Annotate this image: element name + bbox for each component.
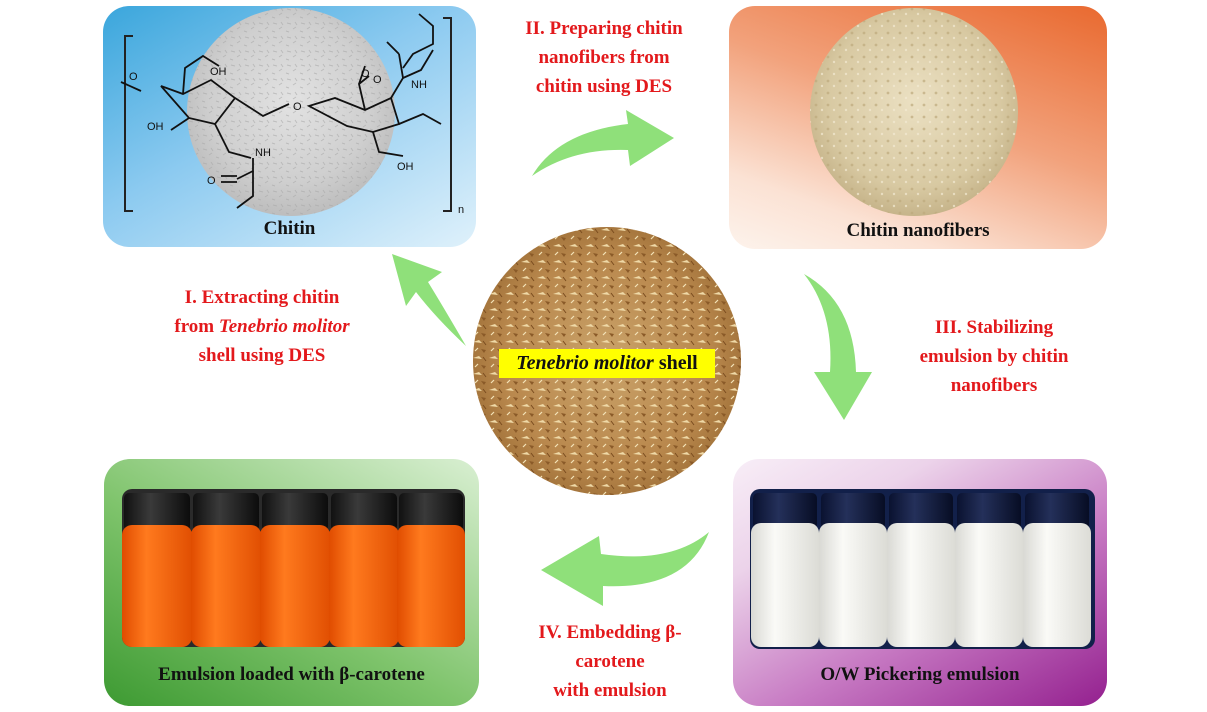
step-4-line-2: carotene (575, 651, 645, 672)
step-4-line-3: with emulsion (553, 680, 667, 701)
arrow-step-1 (392, 254, 466, 346)
white-vial (1023, 523, 1091, 647)
carotene-vials-photo (122, 489, 465, 647)
carotene-panel: Emulsion loaded with β-carotene (104, 459, 479, 706)
nh-label-left: NH (255, 147, 271, 159)
orange-vial (191, 525, 261, 647)
vial-cap (1025, 493, 1089, 529)
o-label-ring-right: O (373, 74, 382, 86)
vial-cap (262, 493, 328, 531)
nanofiber-powder-photo (810, 8, 1018, 216)
step-3-line-1: III. Stabilizing (934, 317, 1054, 338)
white-vial (819, 523, 887, 647)
chitin-label: Chitin (263, 218, 316, 239)
o-label-link: O (293, 101, 302, 113)
step-2-line-3: chitin using DES (535, 76, 673, 97)
white-vial (955, 523, 1023, 647)
step-3-line-3: nanofibers (950, 375, 1038, 396)
center-label: Tenebrio molitor shell (499, 349, 715, 378)
o-label-ether-left: O (129, 71, 138, 83)
step-3-line-2: emulsion by chitin (919, 346, 1069, 367)
nanofibers-panel: Chitin nanofibers (729, 6, 1107, 249)
arrow-step-4 (541, 532, 709, 606)
step-2-line-1: II. Preparing chitin (525, 18, 683, 39)
orange-vial (329, 525, 399, 647)
pickering-panel: O/W Pickering emulsion (733, 459, 1107, 706)
vial-cap (399, 493, 463, 531)
vial-cap (331, 493, 397, 531)
vial-cap (124, 493, 190, 531)
vial-cap (889, 493, 953, 529)
polymer-bracket-left (124, 35, 133, 212)
oh-label-bottom-right: OH (397, 161, 414, 173)
vial-cap (957, 493, 1021, 529)
carotene-label: Emulsion loaded with β-carotene (158, 664, 425, 685)
step-1-line-1: I. Extracting chitin (184, 287, 340, 308)
pickering-vials-photo (750, 489, 1095, 649)
species-name: Tenebrio molitor (516, 352, 654, 374)
step-4-text: IV. Embedding β- carotene with emulsion (492, 618, 728, 705)
step-2-line-2: nanofibers from (538, 47, 670, 68)
step-1-line-2: from Tenebrio molitor (174, 316, 350, 337)
orange-vial (260, 525, 330, 647)
chitin-structure: OH O OH NH O O O NH O OH n (120, 8, 464, 216)
oh-label-top-left: OH (210, 66, 227, 78)
chitin-panel: OH O OH NH O O O NH O OH n Chitin (103, 6, 476, 247)
polymer-bracket-right (443, 17, 452, 212)
step-4-line-1: IV. Embedding β- (538, 622, 682, 643)
nh-label-right: NH (411, 79, 427, 91)
shell-word: shell (653, 352, 698, 374)
step-2-text: II. Preparing chitin nanofibers from chi… (486, 14, 722, 101)
white-vial (887, 523, 955, 647)
o-label-carbonyl-right: O (361, 68, 370, 80)
white-vial (751, 523, 819, 647)
polymer-subscript: n (458, 204, 464, 216)
pickering-label: O/W Pickering emulsion (820, 664, 1020, 685)
vial-cap (193, 493, 259, 531)
vial-cap (753, 493, 817, 529)
orange-vial (122, 525, 192, 647)
vial-cap (821, 493, 885, 529)
step-1-line-3: shell using DES (198, 345, 326, 366)
arrow-step-2 (532, 110, 674, 176)
arrow-step-3 (804, 274, 872, 420)
nanofibers-label: Chitin nanofibers (846, 220, 990, 241)
step-3-text: III. Stabilizing emulsion by chitin nano… (870, 313, 1118, 400)
oh-label-left: OH (147, 121, 164, 133)
step-1-text: I. Extracting chitin from Tenebrio molit… (120, 283, 404, 370)
o-label-carbonyl-left: O (207, 175, 216, 187)
orange-vial (397, 525, 465, 647)
